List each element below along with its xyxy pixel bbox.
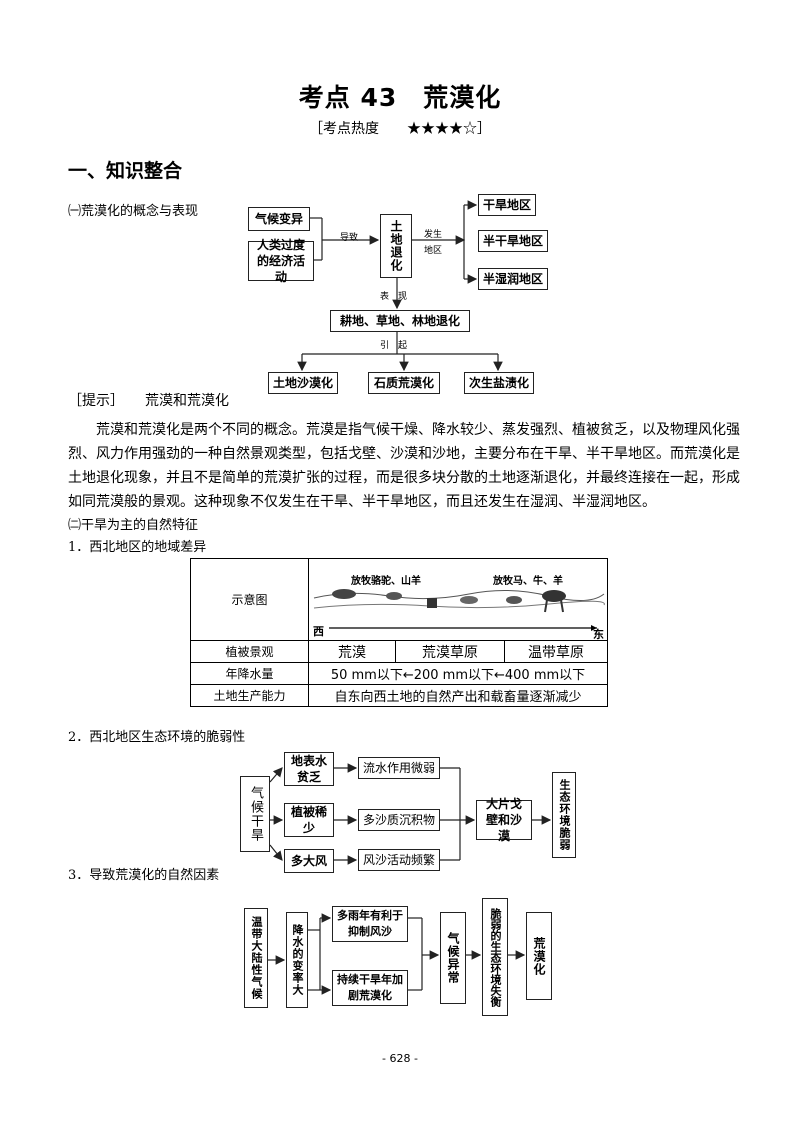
box-strong-wind: 多大风 [284, 849, 334, 873]
page-number: - 628 - [382, 1052, 418, 1065]
box-semiarid-region: 半干旱地区 [478, 230, 548, 252]
box-precip-variability: 降水的变率大 [286, 912, 308, 1008]
row-label-productivity: 土地生产能力 [190, 684, 309, 707]
vegetation-temperate-steppe: 温带草原 [504, 640, 608, 663]
row-label-rainfall: 年降水量 [190, 662, 309, 685]
box-land-type-degradation: 耕地、草地、林地退化 [330, 310, 470, 332]
box-continental-climate: 温带大陆性气候 [244, 908, 268, 1008]
west-label: 西 [313, 624, 324, 638]
rainfall-gradient: 50 mm以下←200 mm以下←400 mm以下 [308, 662, 608, 685]
box-arid-region: 干旱地区 [478, 194, 536, 216]
part1-label: ㈠荒漠化的概念与表现 [68, 204, 199, 219]
label-occur-2: 地区 [424, 246, 443, 256]
productivity-trend: 自东向西土地的自然产出和载畜量逐渐减少 [308, 684, 608, 707]
box-dry-year: 持续干旱年加剧荒漠化 [332, 970, 408, 1006]
item2-heading: 2．西北地区生态环境的脆弱性 [68, 730, 246, 745]
vegetation-desert: 荒漠 [308, 640, 396, 663]
part2-label: ㈡干旱为主的自然特征 [68, 518, 199, 533]
east-label: 东 [593, 627, 604, 641]
row-label-sketch: 示意图 [190, 558, 309, 641]
box-climate-anomaly: 气候异常 [440, 912, 466, 1004]
sketch-label-left: 放牧骆驼、山羊 [351, 575, 421, 587]
label-show: 表 现 [380, 292, 408, 302]
box-salinization: 次生盐渍化 [464, 372, 534, 394]
landscape-illustration [313, 588, 605, 631]
box-arid-climate: 气候干旱 [240, 776, 270, 852]
label-lead: 引 起 [380, 341, 408, 351]
heat-rating: ［考点热度 ★★★★☆］ [309, 121, 491, 137]
page-title: 考点 43 荒漠化 [298, 83, 502, 112]
box-frequent-sandstorm: 风沙活动频繁 [358, 849, 440, 871]
vegetation-desert-steppe: 荒漠草原 [395, 640, 505, 663]
box-land-desertification: 土地沙漠化 [268, 372, 338, 394]
region-difference-table: 示意图 放牧骆驼、山羊 放牧马、牛、羊 [190, 558, 608, 707]
box-climate-change: 气候变异 [248, 207, 310, 231]
box-gobi-desert: 大片戈壁和沙漠 [476, 797, 532, 843]
box-human-activity: 人类过度的经济活动 [248, 238, 314, 284]
box-sparse-vegetation: 植被稀少 [284, 803, 334, 837]
sketch-cell: 放牧骆驼、山羊 放牧马、牛、羊 西 东 [308, 558, 608, 641]
item3-heading: 3．导致荒漠化的自然因素 [68, 868, 220, 883]
box-land-degradation: 土地退化 [380, 214, 412, 278]
box-fragile-environment: 生态环境脆弱 [552, 772, 576, 858]
box-wet-year: 多雨年有利于抑制风沙 [332, 906, 408, 942]
label-cause: 导致 [340, 233, 359, 243]
row-label-vegetation: 植被景观 [190, 640, 309, 663]
box-weak-water-flow: 流水作用微弱 [358, 757, 440, 779]
landscape-sketch: 放牧骆驼、山羊 放牧马、牛、羊 西 东 [309, 560, 607, 641]
section-heading: 一、知识整合 [68, 160, 183, 182]
sketch-label-right: 放牧马、牛、羊 [493, 575, 563, 587]
tip-label: ［提示］ 荒漠和荒漠化 [68, 393, 229, 409]
item1-heading: 1．西北地区的地域差异 [68, 540, 207, 555]
tip-paragraph: 荒漠和荒漠化是两个不同的概念。荒漠是指气候干燥、降水较少、蒸发强烈、植被贫乏，以… [68, 422, 740, 510]
box-rocky-desertification: 石质荒漠化 [368, 372, 440, 394]
box-sandy-sediment: 多沙质沉积物 [358, 809, 440, 831]
box-surface-water-scarce: 地表水贫乏 [284, 752, 334, 786]
box-desertification: 荒漠化 [526, 912, 552, 1000]
box-subhumid-region: 半湿润地区 [478, 268, 548, 290]
box-ecological-imbalance: 脆弱的生态环境失衡 [482, 898, 508, 1016]
label-occur-1: 发生 [424, 230, 443, 240]
